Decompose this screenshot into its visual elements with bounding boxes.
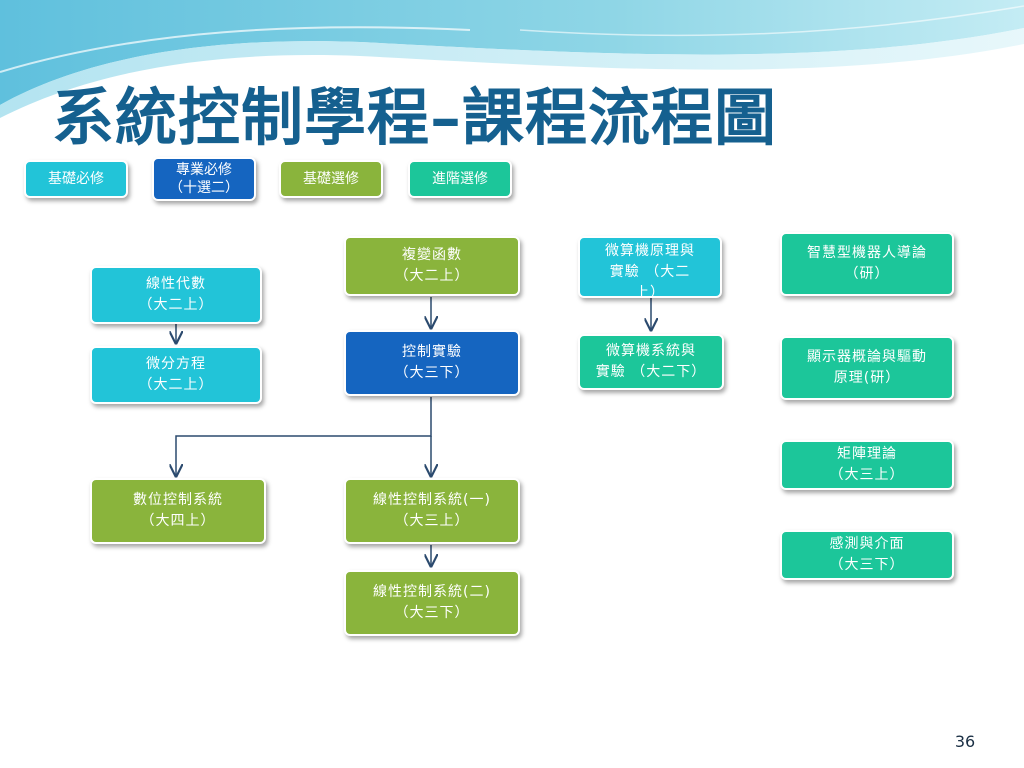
legend-basic-elective: 基礎選修 xyxy=(279,160,383,198)
course-intelligent-robot-intro: 智慧型機器人導論 （研） xyxy=(780,232,954,296)
course-digital-control: 數位控制系統 （大四上） xyxy=(90,478,266,544)
header-wave-decoration xyxy=(0,0,1024,118)
course-linear-algebra: 線性代數 （大二上） xyxy=(90,266,262,324)
course-complex-variables: 複變函數 （大二上） xyxy=(344,236,520,296)
legend-pro-required: 專業必修 （十選二） xyxy=(152,157,256,201)
course-control-lab: 控制實驗 （大三下） xyxy=(344,330,520,396)
legend-basic-required: 基礎必修 xyxy=(24,160,128,198)
course-sensing-interface: 感測與介面 （大三下） xyxy=(780,530,954,580)
legend-advanced-elective: 進階選修 xyxy=(408,160,512,198)
course-linear-control-1: 線性控制系統(一) （大三上） xyxy=(344,478,520,544)
arrow-control-lab-branch xyxy=(176,397,432,476)
course-linear-control-2: 線性控制系統(二) （大三下） xyxy=(344,570,520,636)
course-microcomputer-principle-lab: 微算機原理與 實驗 （大二 上） xyxy=(578,236,722,298)
page-number: 36 xyxy=(954,732,976,751)
page-title: 系統控制學程–課程流程圖 xyxy=(52,81,778,154)
course-microcomputer-system-lab: 微算機系統與 實驗 （大二下） xyxy=(578,334,724,390)
course-display-driving: 顯示器概論與驅動 原理(研） xyxy=(780,336,954,400)
course-matrix-theory: 矩陣理論 （大三上） xyxy=(780,440,954,490)
course-differential-equations: 微分方程 （大二上） xyxy=(90,346,262,404)
